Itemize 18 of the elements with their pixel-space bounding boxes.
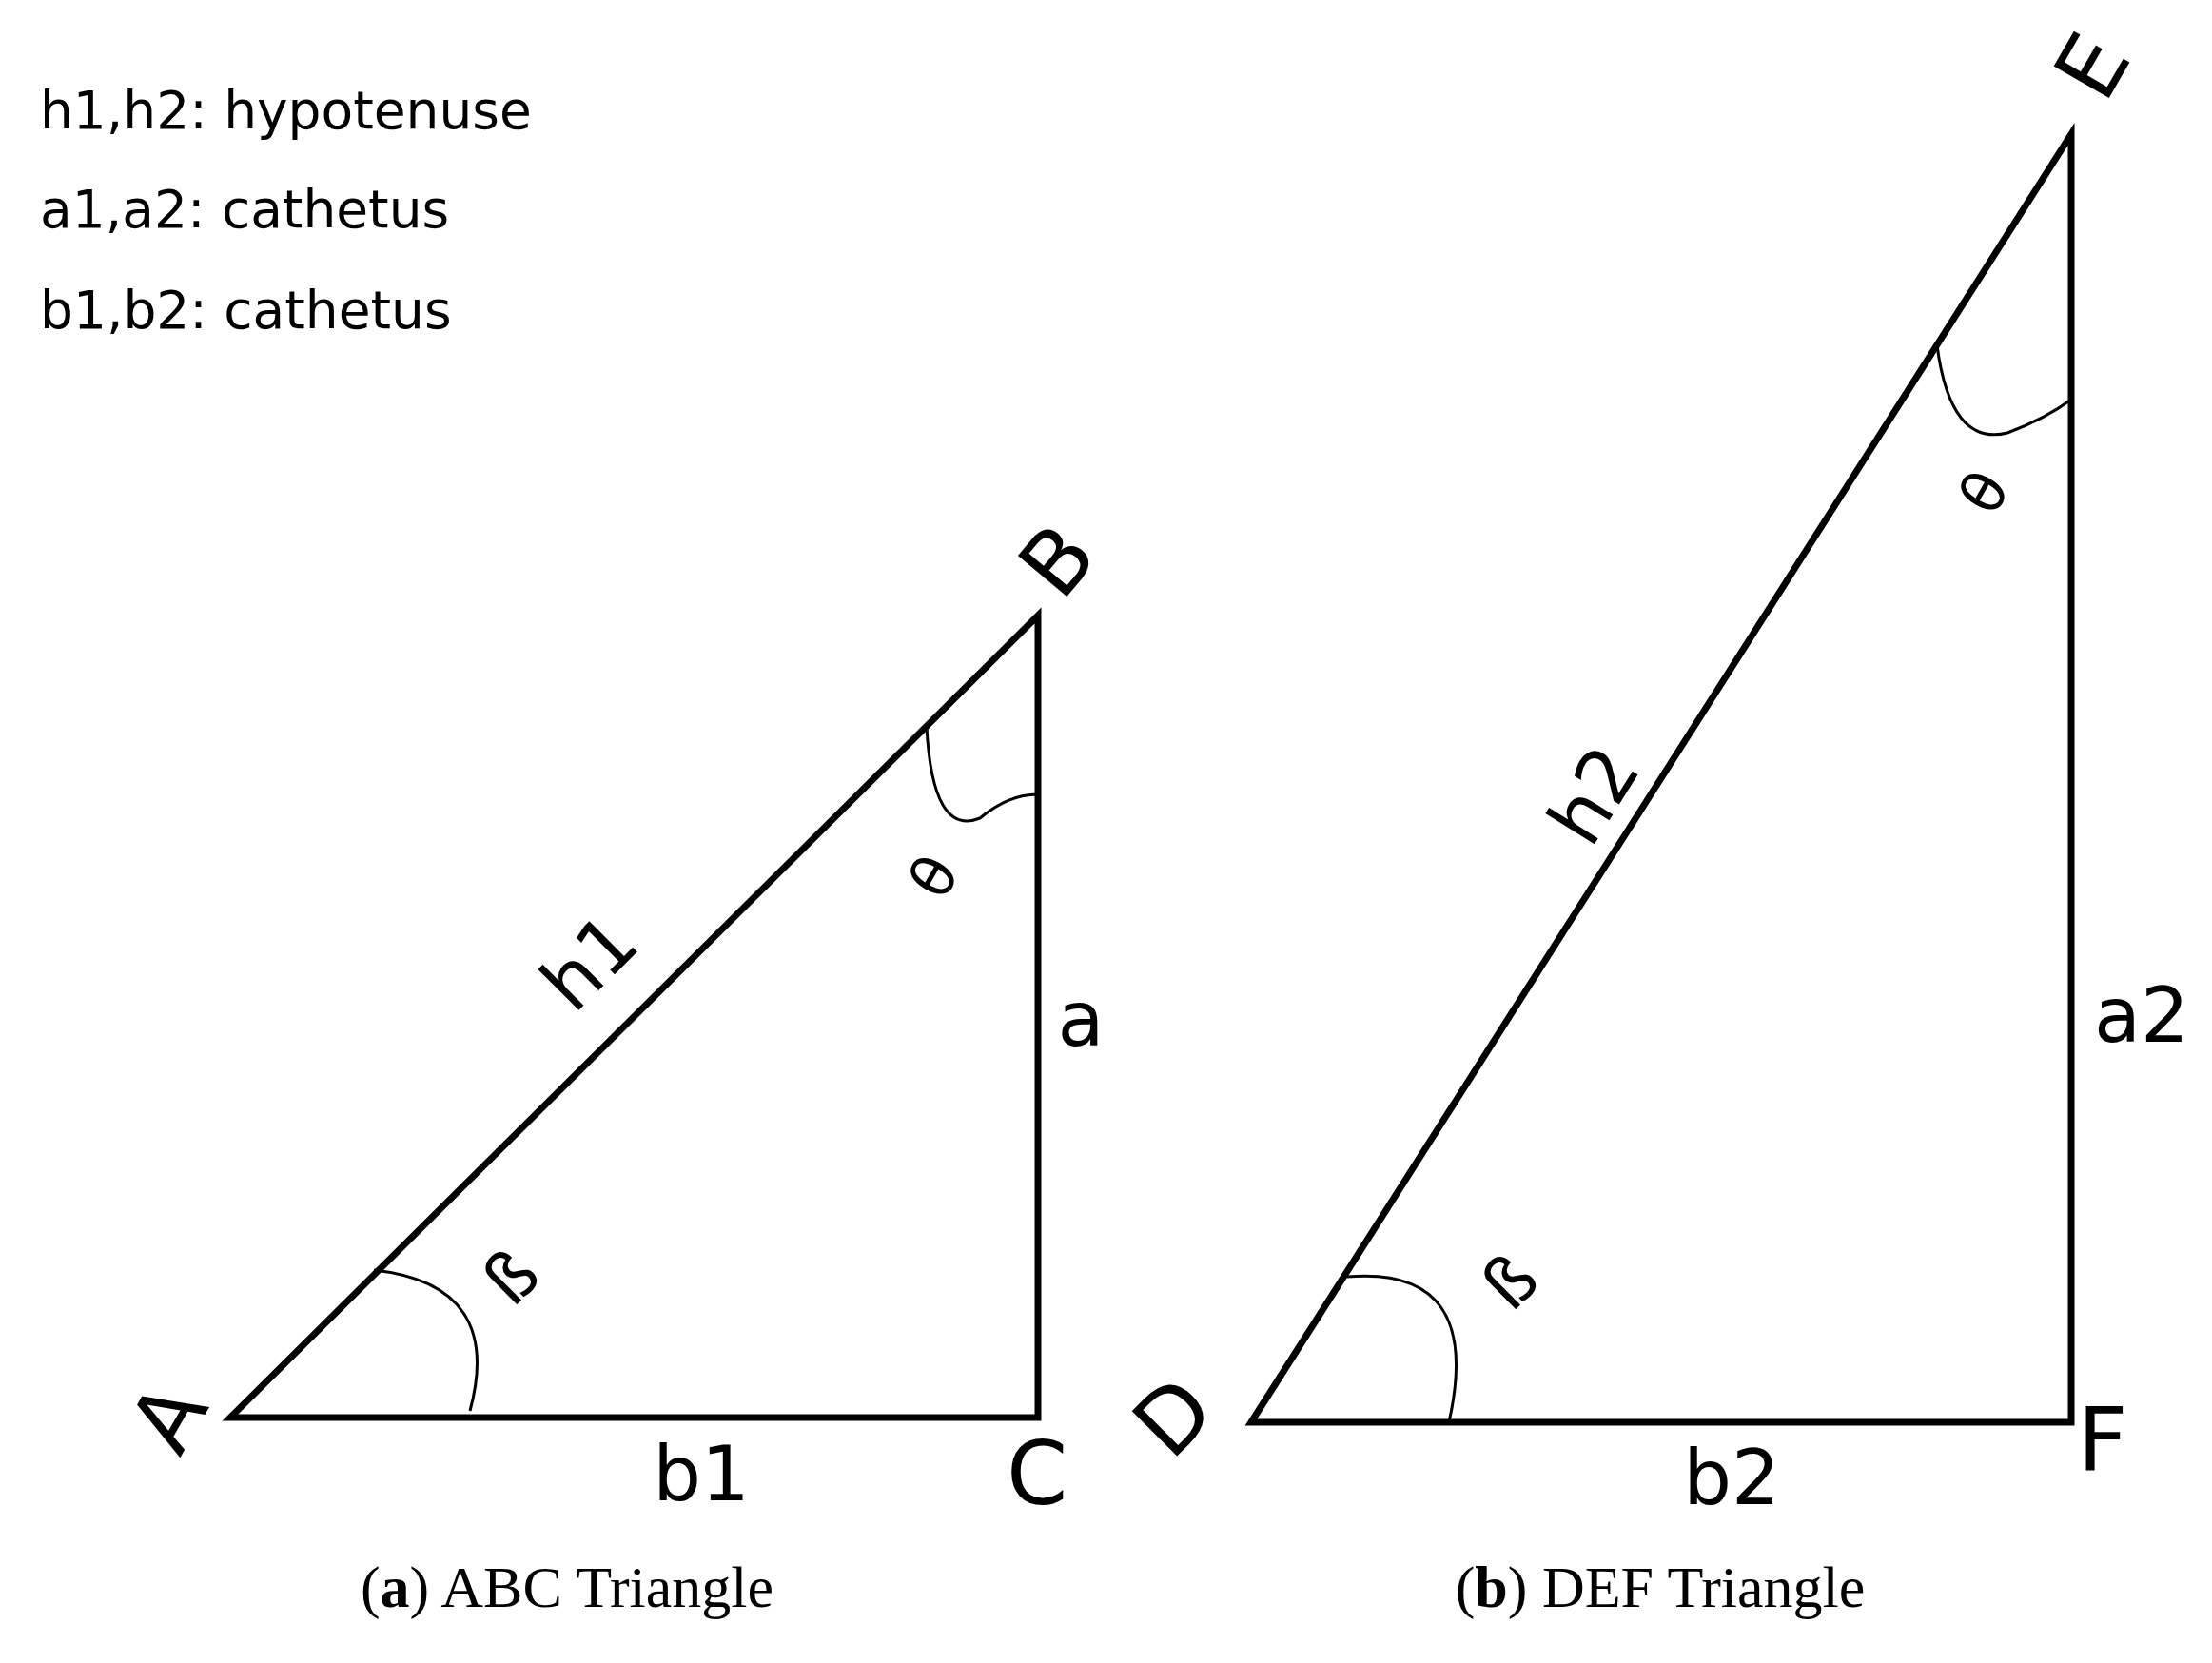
vertex-label: A (116, 1369, 223, 1466)
vertex-label: F (2077, 1397, 2128, 1484)
side-label: h2 (1537, 734, 1653, 857)
angle-label: ß (1470, 1242, 1550, 1321)
side-label: b1 (653, 1437, 750, 1513)
vertex-label: E (2041, 20, 2145, 113)
angle-label: θ (1949, 462, 2020, 523)
legend-note: b1,b2: cathetus (40, 284, 452, 337)
side-label: a2 (2094, 978, 2189, 1054)
side-label: a (1057, 982, 1105, 1058)
legend-note: a1,a2: cathetus (40, 183, 450, 236)
vertex-label: B (1005, 510, 1111, 613)
side-label: b2 (1683, 1440, 1780, 1516)
vertex-label: C (1006, 1431, 1068, 1518)
side-label: h1 (528, 901, 652, 1025)
angle-label: ß (471, 1237, 551, 1317)
angle-label: θ (899, 847, 969, 908)
vertex-label: D (1119, 1362, 1229, 1473)
